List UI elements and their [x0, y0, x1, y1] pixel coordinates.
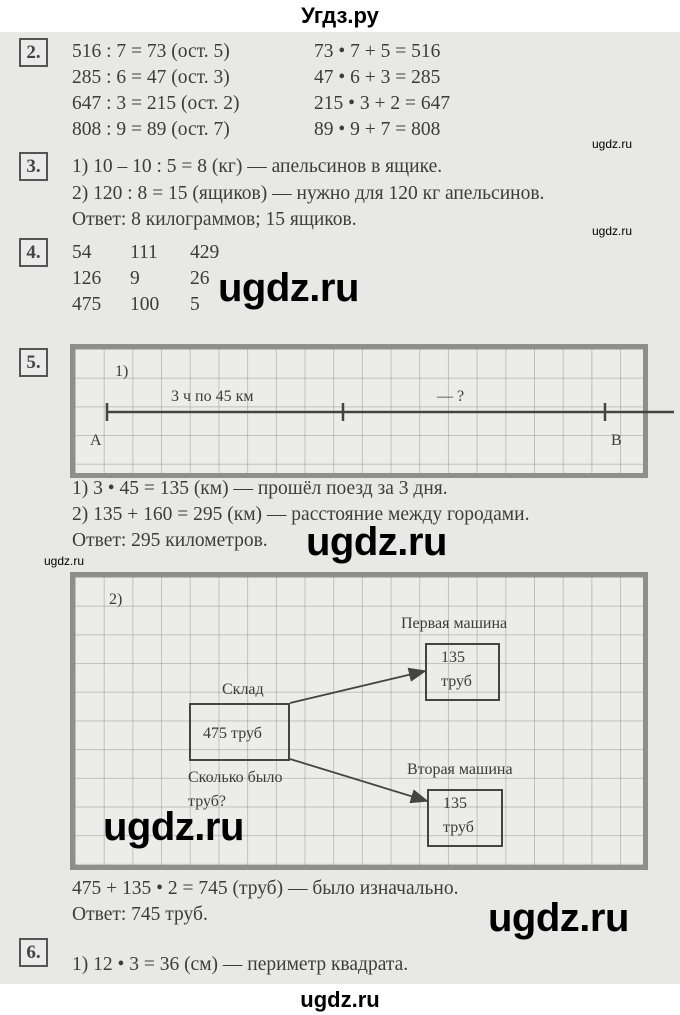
task2-right-line: 215 • 3 + 2 = 647	[314, 93, 451, 114]
task4-cell: 111	[130, 242, 158, 263]
task5-answer: Ответ: 745 труб.	[72, 904, 208, 925]
task5-answer: Ответ: 295 километров.	[72, 530, 268, 551]
watermark-big: ugdz.ru	[306, 520, 447, 564]
task4-cell: 126	[72, 268, 102, 289]
question-line2: труб?	[188, 793, 227, 810]
first-car-count: 135	[441, 649, 465, 666]
arrows	[289, 667, 429, 804]
task2-left-line: 647 : 3 = 215 (ост. 2)	[72, 93, 240, 114]
question-line1: Сколько было	[188, 769, 283, 786]
watermark-small: ugdz.ru	[44, 554, 85, 568]
site-title: Угдз.ру	[301, 3, 379, 28]
task3-answer: Ответ: 8 килограммов; 15 ящиков.	[72, 209, 357, 230]
task4-cell: 5	[190, 294, 200, 315]
textbook-page: 2. 516 : 7 = 73 (ост. 5) 285 : 6 = 47 (о…	[0, 32, 680, 984]
task2-right-line: 73 • 7 + 5 = 516	[314, 41, 441, 62]
first-car-unit: труб	[441, 673, 472, 690]
scheme-diagram: 2) Первая машина 135 труб Склад 475 труб…	[70, 572, 648, 870]
task4-cell: 54	[72, 242, 92, 263]
second-car-unit: труб	[443, 819, 474, 836]
unknown-label: — ?	[437, 388, 465, 405]
watermark-big: ugdz.ru	[488, 896, 629, 940]
warehouse-box: 475 труб	[189, 703, 290, 761]
diagram1-label: 1)	[115, 363, 129, 380]
task-number-3: 3.	[19, 152, 48, 181]
task3-line: 1) 10 – 10 : 5 = 8 (кг) — апельсинов в я…	[72, 156, 443, 177]
task-number-2: 2.	[19, 38, 48, 67]
watermark-big: ugdz.ru	[103, 805, 244, 849]
task2-right-line: 47 • 6 + 3 = 285	[314, 67, 441, 88]
task2-left-line: 808 : 9 = 89 (ост. 7)	[72, 119, 230, 140]
task5-line: 475 + 135 • 2 = 745 (труб) — было изнача…	[72, 878, 459, 899]
watermark-big: ugdz.ru	[218, 266, 359, 310]
task4-cell: 429	[190, 242, 220, 263]
segment-line	[105, 403, 674, 421]
warehouse-count: 475 труб	[203, 725, 262, 742]
task-number-4: 4.	[19, 238, 48, 267]
footer-watermark: ugdz.ru	[300, 987, 380, 1012]
task6-line: 1) 12 • 3 = 36 (см) — периметр квадрата.	[72, 954, 409, 975]
task4-cell: 26	[190, 268, 210, 289]
warehouse-title: Склад	[222, 681, 264, 698]
watermark-small: ugdz.ru	[592, 137, 633, 151]
second-car-title: Вторая машина	[407, 761, 513, 778]
task2-right-line: 89 • 9 + 7 = 808	[314, 119, 441, 140]
task-number-6: 6.	[19, 938, 48, 967]
task4-cell: 9	[130, 268, 140, 289]
second-car-box: 135 труб	[427, 789, 503, 847]
task5-line: 1) 3 • 45 = 135 (км) — прошёл поезд за 3…	[72, 478, 448, 499]
segment-diagram: 1) 3 ч по 45 км — ? A B	[70, 344, 674, 478]
watermark-small: ugdz.ru	[592, 224, 633, 238]
diagram2-label: 2)	[109, 591, 123, 608]
first-car-title: Первая машина	[401, 615, 508, 632]
second-car-count: 135	[443, 795, 467, 812]
task5-line: 2) 135 + 160 = 295 (км) — расстояние меж…	[72, 504, 530, 525]
task3-line: 2) 120 : 8 = 15 (ящиков) — нужно для 120…	[72, 183, 545, 204]
task2-left-line: 516 : 7 = 73 (ост. 5)	[72, 41, 230, 62]
point-b: B	[611, 432, 622, 449]
segment-label: 3 ч по 45 км	[171, 388, 254, 405]
task2-left-line: 285 : 6 = 47 (ост. 3)	[72, 67, 230, 88]
first-car-box: 135 труб	[425, 643, 500, 701]
task4-cell: 475	[72, 294, 102, 315]
task4-cell: 100	[130, 294, 160, 315]
task-number-5: 5.	[19, 348, 48, 377]
point-a: A	[90, 432, 102, 449]
